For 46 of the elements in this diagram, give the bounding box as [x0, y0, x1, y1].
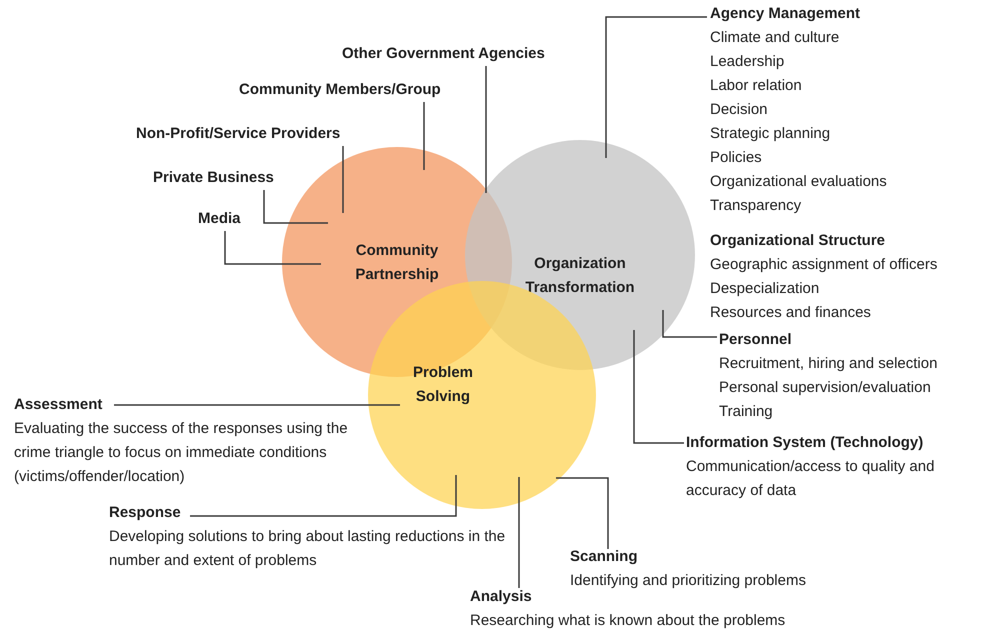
list-item: Training [719, 402, 774, 422]
heading: Analysis [470, 587, 532, 607]
list-item: Labor relation [710, 76, 803, 96]
list-item: Strategic planning [710, 124, 832, 144]
heading: Media [198, 209, 241, 229]
leader-line [518, 477, 520, 588]
description: Evaluating the success of the responses using the crime triangle to focus on immediate conditions (victims/offender/location) [14, 419, 349, 487]
leader-line [485, 66, 487, 193]
circle-label: Organization Transformation [524, 254, 636, 298]
heading: Community Members/Group [239, 80, 441, 100]
leader-line [263, 190, 328, 224]
heading: Information System (Technology) [686, 433, 924, 453]
heading: Scanning [570, 547, 638, 567]
description: Identifying and prioritizing problems [570, 571, 807, 591]
heading: Agency Management [710, 4, 860, 24]
heading: Organizational Structure [710, 231, 886, 251]
list-item: Policies [710, 148, 763, 168]
circle-label: Community Partnership [354, 241, 440, 285]
list-item: Resources and finances [710, 303, 871, 323]
list-item: Climate and culture [710, 28, 840, 48]
leader-line [423, 102, 425, 170]
circle-label: Problem Solving [412, 363, 474, 407]
list-item: Transparency [710, 196, 802, 216]
heading: Assessment [14, 395, 102, 415]
leader-line [224, 231, 321, 265]
leader-line [662, 310, 717, 338]
heading: Non-Profit/Service Providers [136, 124, 340, 144]
list-item: Recruitment, hiring and selection [719, 354, 938, 374]
description: Developing solutions to bring about lasting reductions in the number and extent of problems [109, 527, 506, 571]
list-item: Despecialization [710, 279, 820, 299]
list-item: Personal supervision/evaluation [719, 378, 932, 398]
heading: Private Business [153, 168, 274, 188]
heading: Other Government Agencies [342, 44, 545, 64]
heading: Response [109, 503, 181, 523]
leader-line [556, 477, 609, 549]
leader-line [114, 404, 400, 406]
list-item: Geographic assignment of officers [710, 255, 938, 275]
list-item: Decision [710, 100, 769, 120]
description: Researching what is known about the problems [470, 611, 786, 631]
list-item: Leadership [710, 52, 786, 72]
heading: Personnel [719, 330, 792, 350]
leader-line [190, 475, 457, 517]
leader-line [633, 330, 684, 444]
leader-line [605, 16, 707, 158]
description: Communication/access to quality and accuracy of data [686, 457, 936, 501]
list-item: Organizational evaluations [710, 172, 888, 192]
